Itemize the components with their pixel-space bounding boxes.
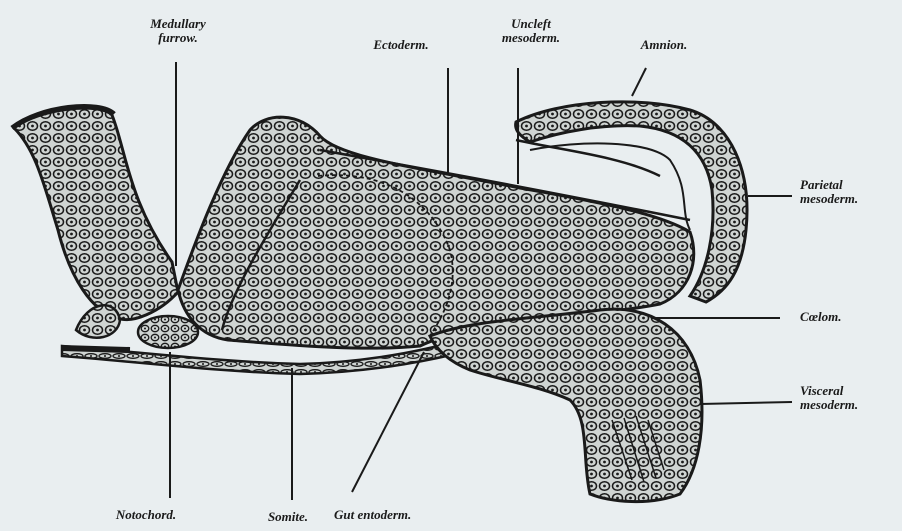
notochord — [138, 316, 198, 348]
leader-amnion — [632, 68, 646, 96]
label-medullary-furrow-line2: furrow. — [128, 31, 228, 45]
label-parietal-mesoderm-line1: Parietal — [800, 178, 900, 192]
label-somite: Somite. — [238, 510, 338, 524]
leader-visceral-mesoderm — [700, 402, 792, 404]
label-amnion: Amnion. — [616, 38, 712, 52]
label-visceral-mesoderm: Visceral mesoderm. — [800, 384, 900, 412]
label-visceral-mesoderm-line1: Visceral — [800, 384, 900, 398]
label-parietal-mesoderm: Parietal mesoderm. — [800, 178, 900, 206]
left-cell-cluster — [76, 305, 120, 337]
label-notochord: Notochord. — [96, 508, 196, 522]
label-uncleft-mesoderm-line2: mesoderm. — [476, 31, 586, 45]
visceral-gut-loop — [430, 309, 702, 501]
leader-gut-entoderm — [352, 352, 424, 492]
label-parietal-mesoderm-line2: mesoderm. — [800, 192, 900, 206]
label-visceral-mesoderm-line2: mesoderm. — [800, 398, 900, 412]
label-gut-entoderm: Gut entoderm. — [334, 508, 464, 522]
label-coelom: Cœlom. — [800, 310, 890, 324]
label-medullary-furrow: Medullary furrow. — [128, 17, 228, 45]
label-medullary-furrow-line1: Medullary — [128, 17, 228, 31]
label-uncleft-mesoderm: Uncleft mesoderm. — [476, 17, 586, 45]
label-uncleft-mesoderm-line1: Uncleft — [476, 17, 586, 31]
label-ectoderm: Ectoderm. — [346, 38, 456, 52]
left-neural-fold — [12, 106, 178, 319]
